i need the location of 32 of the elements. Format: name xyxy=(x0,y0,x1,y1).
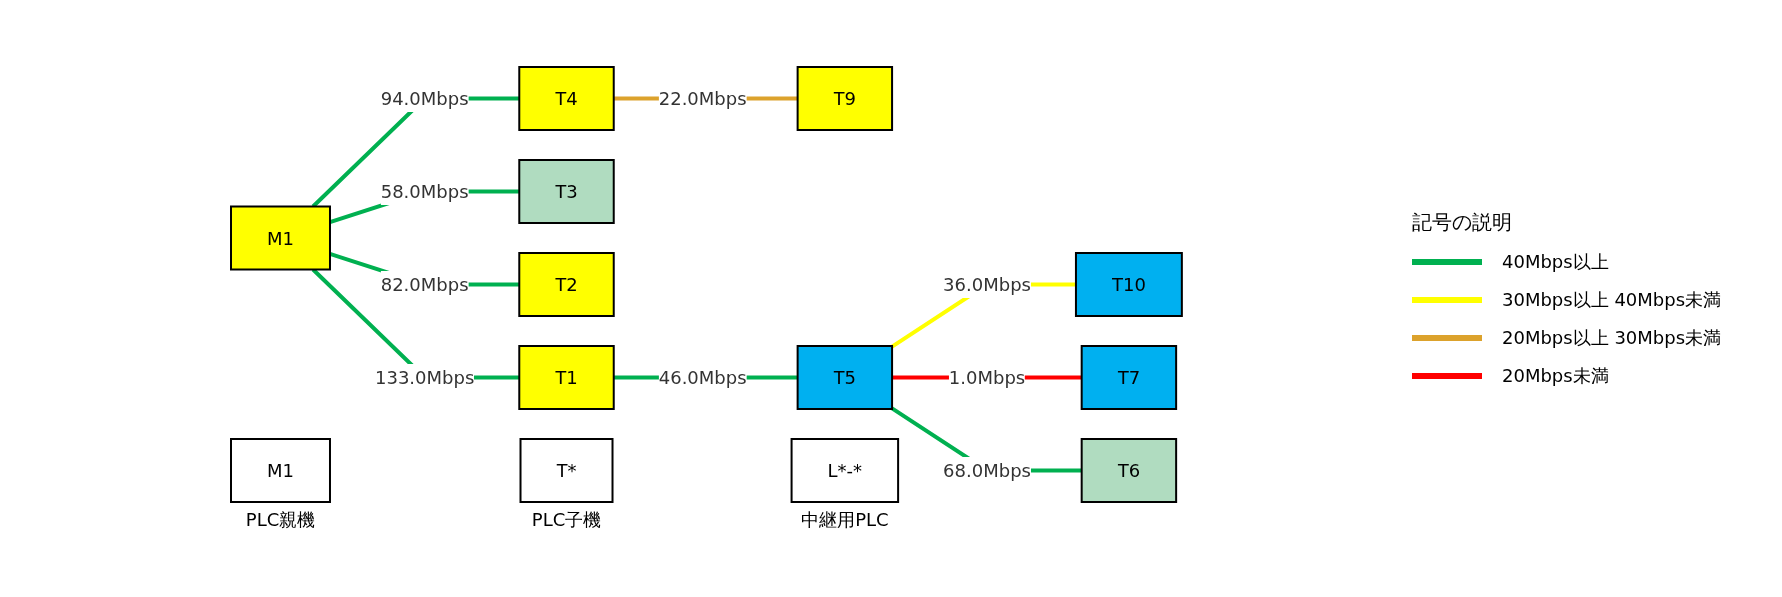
node-box: T4 xyxy=(517,66,615,131)
node-box: T5 xyxy=(796,345,893,410)
node-box: T3 xyxy=(517,159,615,224)
node-box: T2 xyxy=(517,252,615,317)
connector xyxy=(311,96,519,208)
node-caption: 中継用PLC xyxy=(800,509,889,530)
edge-label: 22.0Mbps xyxy=(658,88,747,109)
edge-label: 1.0Mbps xyxy=(948,367,1025,388)
node-box: T1 xyxy=(517,345,615,410)
edge-label: 82.0Mbps xyxy=(380,274,469,295)
legend-text: 20Mbps未満 xyxy=(1502,364,1609,388)
edge-label: 68.0Mbps xyxy=(942,460,1031,481)
legend-text: 30Mbps以上 40Mbps未満 xyxy=(1502,288,1722,312)
node-caption: PLC子機 xyxy=(531,509,601,530)
edge-label: 46.0Mbps xyxy=(658,367,747,388)
connector xyxy=(311,268,519,380)
node-box: T10 xyxy=(1074,252,1183,317)
node-box: T6 xyxy=(1080,438,1177,503)
edge-label: 36.0Mbps xyxy=(942,274,1031,295)
legend-text: 20Mbps以上 30Mbps未満 xyxy=(1502,326,1722,350)
node-caption: PLC親機 xyxy=(245,509,315,530)
legend-text: 40Mbps以上 xyxy=(1502,250,1609,274)
node-box: M1 xyxy=(229,205,331,271)
node-box: T9 xyxy=(796,66,893,131)
legend-heading: 記号の説明 xyxy=(1412,209,1513,236)
node-box: L*-* xyxy=(790,438,899,503)
node-box: M1 xyxy=(229,438,331,503)
node-box: T* xyxy=(519,438,614,503)
edge-label: 133.0Mbps xyxy=(374,367,474,388)
node-box: T7 xyxy=(1080,345,1177,410)
edge-label: 58.0Mbps xyxy=(380,181,469,202)
edge-label: 94.0Mbps xyxy=(380,88,469,109)
